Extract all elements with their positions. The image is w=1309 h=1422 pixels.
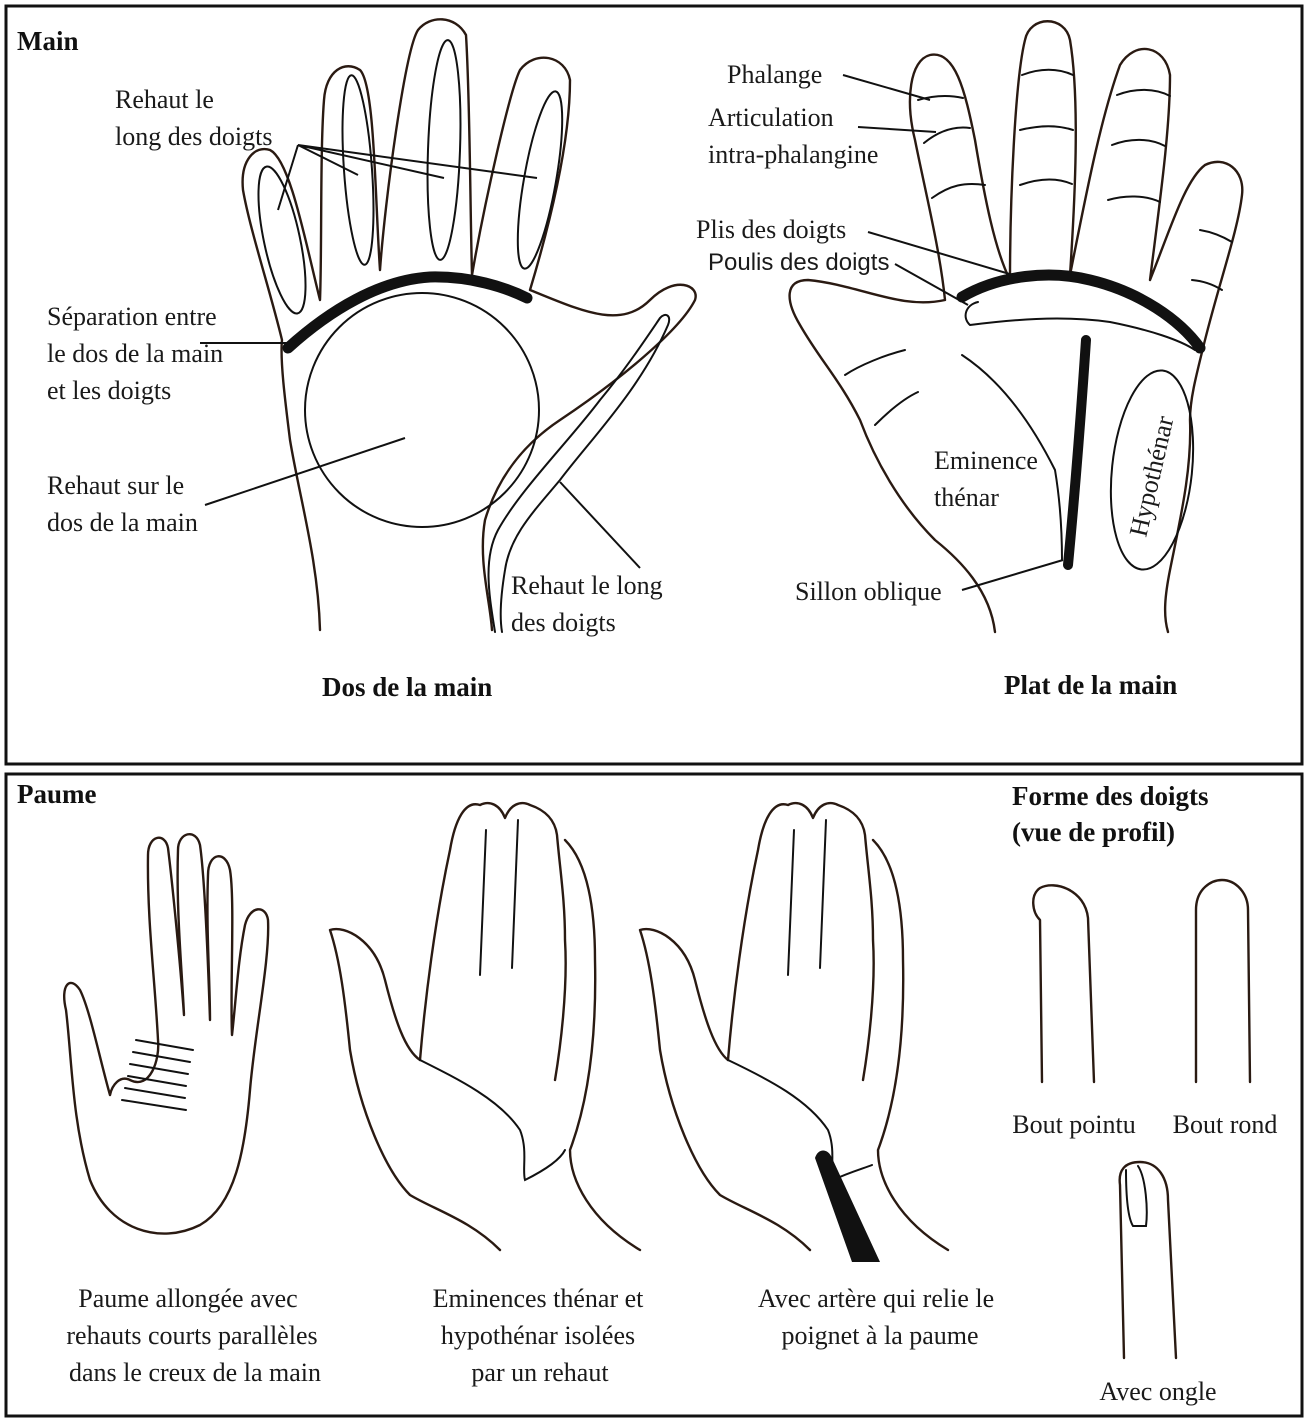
label-rehaut-dos-1: Rehaut sur le [47,471,184,500]
label-sillon: Sillon oblique [795,577,942,606]
main-panel-title: Main [17,26,79,56]
label-phalange: Phalange [727,60,822,89]
paume-panel-title: Paume [17,779,97,809]
label-rehaut-long-2: des doigts [511,608,616,637]
label-rehaut-long-1: Rehaut le long [511,571,663,600]
label-articulation-1: Articulation [708,103,834,132]
paume-panel [6,774,1302,1416]
label-poulis: Poulis des doigts [708,249,889,276]
caption-plat-de-la-main: Plat de la main [1004,670,1177,700]
caption-2-line-2: hypothénar isolées [441,1321,635,1350]
label-separation-1: Séparation entre [47,302,217,331]
main-panel [6,6,1302,764]
label-bout-rond: Bout rond [1173,1110,1278,1139]
caption-2-line-1: Eminences thénar et [433,1284,645,1313]
label-separation-2: le dos de la main [47,339,223,368]
caption-2-line-3: par un rehaut [471,1358,609,1387]
label-avec-ongle: Avec ongle [1099,1377,1216,1406]
label-rehaut-doigts-2: long des doigts [115,122,272,151]
caption-1-line-1: Paume allongée avec [78,1284,297,1313]
label-rehaut-dos-2: dos de la main [47,508,198,537]
label-plis: Plis des doigts [696,215,846,244]
label-articulation-2: intra-phalangine [708,140,878,169]
caption-3-line-2: poignet à la paume [781,1321,978,1350]
label-eminence-2: thénar [934,483,999,512]
label-separation-3: et les doigts [47,376,171,405]
label-eminence-1: Eminence [934,446,1038,475]
label-bout-pointu: Bout pointu [1012,1110,1136,1139]
label-rehaut-doigts-1: Rehaut le [115,85,214,114]
forme-title-2: (vue de profil) [1012,817,1175,847]
caption-1-line-3: dans le creux de la main [69,1358,321,1387]
caption-dos-de-la-main: Dos de la main [322,672,492,702]
caption-1-line-2: rehauts courts parallèles [66,1321,317,1350]
forme-title-1: Forme des doigts [1012,781,1208,811]
caption-3-line-1: Avec artère qui relie le [758,1284,994,1313]
